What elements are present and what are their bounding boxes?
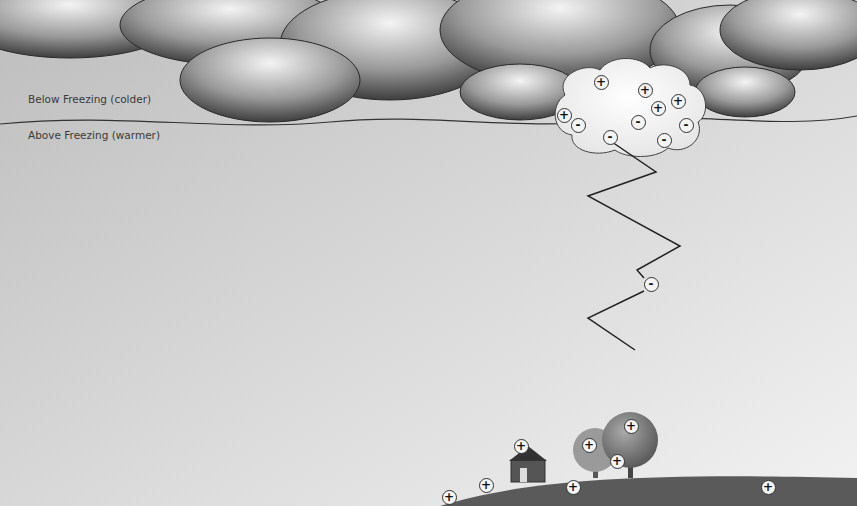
freezing-level-label: Above Freezing (warmer) [28, 129, 160, 141]
charge-symbol: + [671, 94, 686, 109]
charge-symbol: - [679, 118, 694, 133]
freezing-level-label: Below Freezing (colder) [28, 93, 151, 105]
charge-symbol: + [610, 454, 625, 469]
charge-symbol: + [514, 439, 529, 454]
charge-symbol: + [594, 75, 609, 90]
charge-symbol: + [624, 419, 639, 434]
charge-symbol: - [657, 133, 672, 148]
charge-symbol: + [566, 480, 581, 495]
charge-symbol: + [442, 490, 457, 505]
charge-symbol: - [571, 118, 586, 133]
charge-symbol: + [761, 480, 776, 495]
charge-symbol: + [557, 108, 572, 123]
charge-symbol: - [603, 130, 618, 145]
charge-symbol: + [582, 438, 597, 453]
charge-symbol: + [479, 478, 494, 493]
charge-symbol: + [651, 101, 666, 116]
charge-symbol: - [644, 277, 659, 292]
charge-symbol: + [638, 83, 653, 98]
charge-symbol: - [631, 115, 646, 130]
